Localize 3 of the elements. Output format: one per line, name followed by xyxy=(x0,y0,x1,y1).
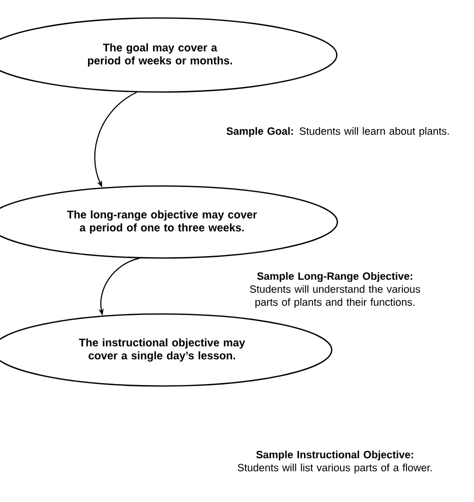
sample-text: Sample Goal: Students will learn about plants. xyxy=(226,127,449,137)
sample-text: Sample Instructional Objective: Students will list various parts of a flower. xyxy=(238,450,432,474)
sample-text: Sample Long-Range Objective: Students will understand the various parts of plants and their functions. xyxy=(250,272,420,308)
